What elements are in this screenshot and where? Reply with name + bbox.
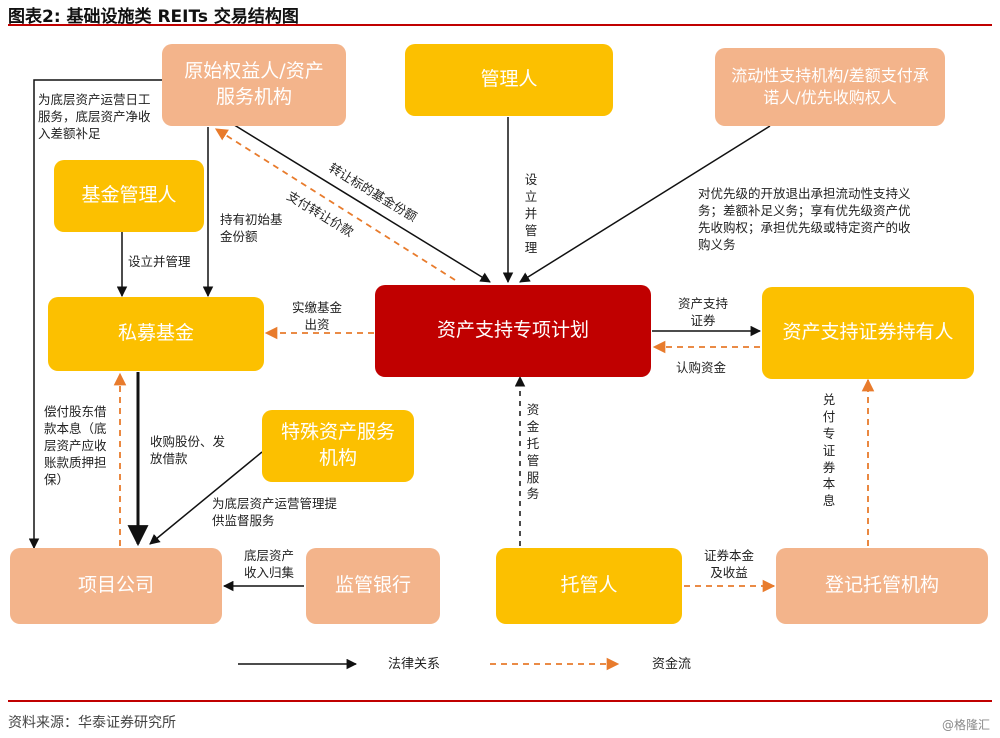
label-supervision-service: 为底层资产运营管理提供监督服务 [212, 496, 338, 528]
arrow-liquidity-to-plan [519, 125, 771, 283]
watermark-text: @格隆汇 [941, 718, 990, 732]
label-asset-custody: 资金托管服务 [526, 402, 540, 502]
node-private-fund: 私募基金 [48, 297, 264, 371]
node-supervising-bank: 监管银行 [306, 548, 440, 624]
footer-rule [8, 700, 992, 702]
legend-fund-label: 资金流 [652, 657, 692, 672]
label-principal-income: 证券本金及收益 [703, 548, 754, 580]
node-registry: 登记托管机构 [776, 548, 988, 624]
label-redeem-principal: 兑付专证券本息 [822, 392, 836, 509]
label-ops-service: 为底层资产运营日工服务，底层资产净收入差额补足 [38, 92, 151, 141]
label-obligations: 对优先级的开放退出承担流动性支持义务；差额补足义务；享有优先级资产优先收购权；承… [698, 186, 911, 252]
title-rule [8, 24, 992, 26]
label-acquire-shares: 收购股份、发放借款 [150, 434, 226, 466]
label-underlying-income: 底层资产收入归集 [243, 548, 294, 580]
arrow-owner-to-project [28, 79, 162, 550]
node-abs-plan: 资产支持专项计划 [375, 285, 651, 377]
page-title: 图表2: 基础设施类 REITs 交易结构图 [8, 7, 299, 27]
node-custodian: 托管人 [496, 548, 682, 624]
label-subscription: 认购资金 [676, 360, 727, 375]
arrow-plan-to-owner [214, 128, 456, 281]
node-fund-manager: 基金管理人 [54, 160, 204, 232]
arrow-servicer-to-project [149, 451, 263, 545]
source-text: 资料来源：华泰证券研究所 [8, 715, 176, 731]
arrow-owner-to-plan [217, 114, 491, 283]
node-liquidity-support: 流动性支持机构/差额支付承诺人/优先收购权人 [715, 48, 945, 126]
label-paid-in-capital: 实缴基金出资 [291, 300, 342, 332]
label-abs-securities: 资产支持证券 [677, 296, 728, 328]
node-original-owner: 原始权益人/资产服务机构 [162, 44, 346, 126]
node-manager: 管理人 [405, 44, 613, 116]
node-project-company: 项目公司 [10, 548, 222, 624]
legend-legal-label: 法律关系 [388, 657, 441, 672]
label-establish-manage-vertical: 设立并管理 [524, 172, 538, 255]
node-abs-holders: 资产支持证券持有人 [762, 287, 974, 379]
label-establish-manage: 设立并管理 [128, 254, 191, 269]
node-special-servicer: 特殊资产服务机构 [262, 410, 414, 482]
label-hold-initial-shares: 持有初始基金份额 [220, 212, 283, 244]
label-repay-loan: 偿付股东借款本息（底层资产应收账款质押担保） [44, 404, 107, 487]
